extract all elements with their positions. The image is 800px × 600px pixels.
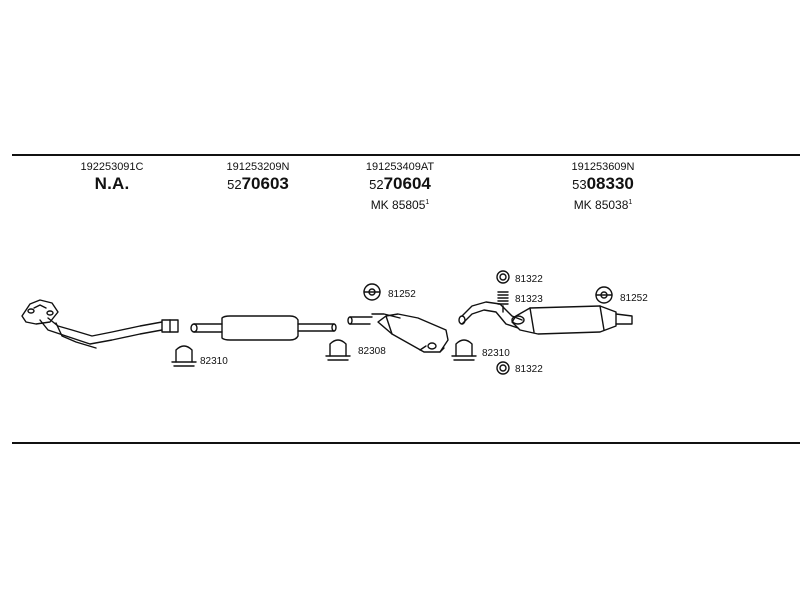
order-prefix: 52 xyxy=(369,177,384,192)
clamp-82310-left-label: 82310 xyxy=(200,356,228,367)
mounting-kit: MK 858051 xyxy=(345,195,455,213)
order-prefix: 53 xyxy=(572,177,587,192)
hanger-81252-right-label: 81252 xyxy=(620,293,648,304)
column-center-pipe: 191253209N 5270603 xyxy=(208,160,308,195)
hanger-81252-left-label: 81252 xyxy=(388,289,416,300)
top-divider xyxy=(12,154,800,156)
front-pipe-drawing xyxy=(21,299,179,349)
ring-81322-top-label: 81322 xyxy=(515,274,543,285)
part-number: 192253091C xyxy=(80,161,144,173)
column-middle-muffler: 191253409AT 5270604 MK 858051 xyxy=(345,160,455,213)
hanger-81252-left-drawing xyxy=(363,283,381,301)
clamp-82308-label: 82308 xyxy=(358,346,386,357)
hanger-81252-right-drawing xyxy=(595,286,613,304)
part-number: 191253409AT xyxy=(365,161,435,173)
mounting-kit-code: MK 85038 xyxy=(573,198,629,212)
order-prefix: 52 xyxy=(227,177,242,192)
mounting-kit-footnote: 1 xyxy=(628,199,633,206)
ring-81322-bottom-label: 81322 xyxy=(515,364,543,375)
center-pipe-drawing xyxy=(190,315,337,341)
bottom-divider xyxy=(12,442,800,444)
order-main: 70604 xyxy=(383,174,431,193)
mounting-kit-footnote: 1 xyxy=(425,199,430,206)
rear-muffler-drawing xyxy=(458,301,633,335)
part-number: 191253209N xyxy=(226,161,290,173)
order-number: 5270604 xyxy=(345,174,455,195)
order-number: 5270603 xyxy=(208,174,308,195)
order-main: 70603 xyxy=(241,174,289,193)
clamp-82308-drawing xyxy=(325,339,351,361)
mounting-kit: MK 850381 xyxy=(548,195,658,213)
clamp-82310-right-label: 82310 xyxy=(482,348,510,359)
availability-label: N.A. xyxy=(94,174,130,193)
column-front-pipe: 192253091C N.A. xyxy=(62,160,162,194)
clamp-82310-left-drawing xyxy=(171,345,197,367)
mounting-kit-code: MK 85805 xyxy=(370,198,426,212)
middle-muffler-drawing xyxy=(347,313,449,353)
column-rear-muffler: 191253609N 5308330 MK 850381 xyxy=(548,160,658,213)
clamp-82310-right-drawing xyxy=(451,339,477,361)
order-number: 5308330 xyxy=(548,174,658,195)
part-number: 191253609N xyxy=(571,161,635,173)
spring-81323-drawing xyxy=(497,291,509,313)
order-main: 08330 xyxy=(586,174,634,193)
ring-81322-top-drawing xyxy=(496,270,510,284)
ring-81322-bottom-drawing xyxy=(496,361,510,375)
spring-81323-label: 81323 xyxy=(515,294,543,305)
